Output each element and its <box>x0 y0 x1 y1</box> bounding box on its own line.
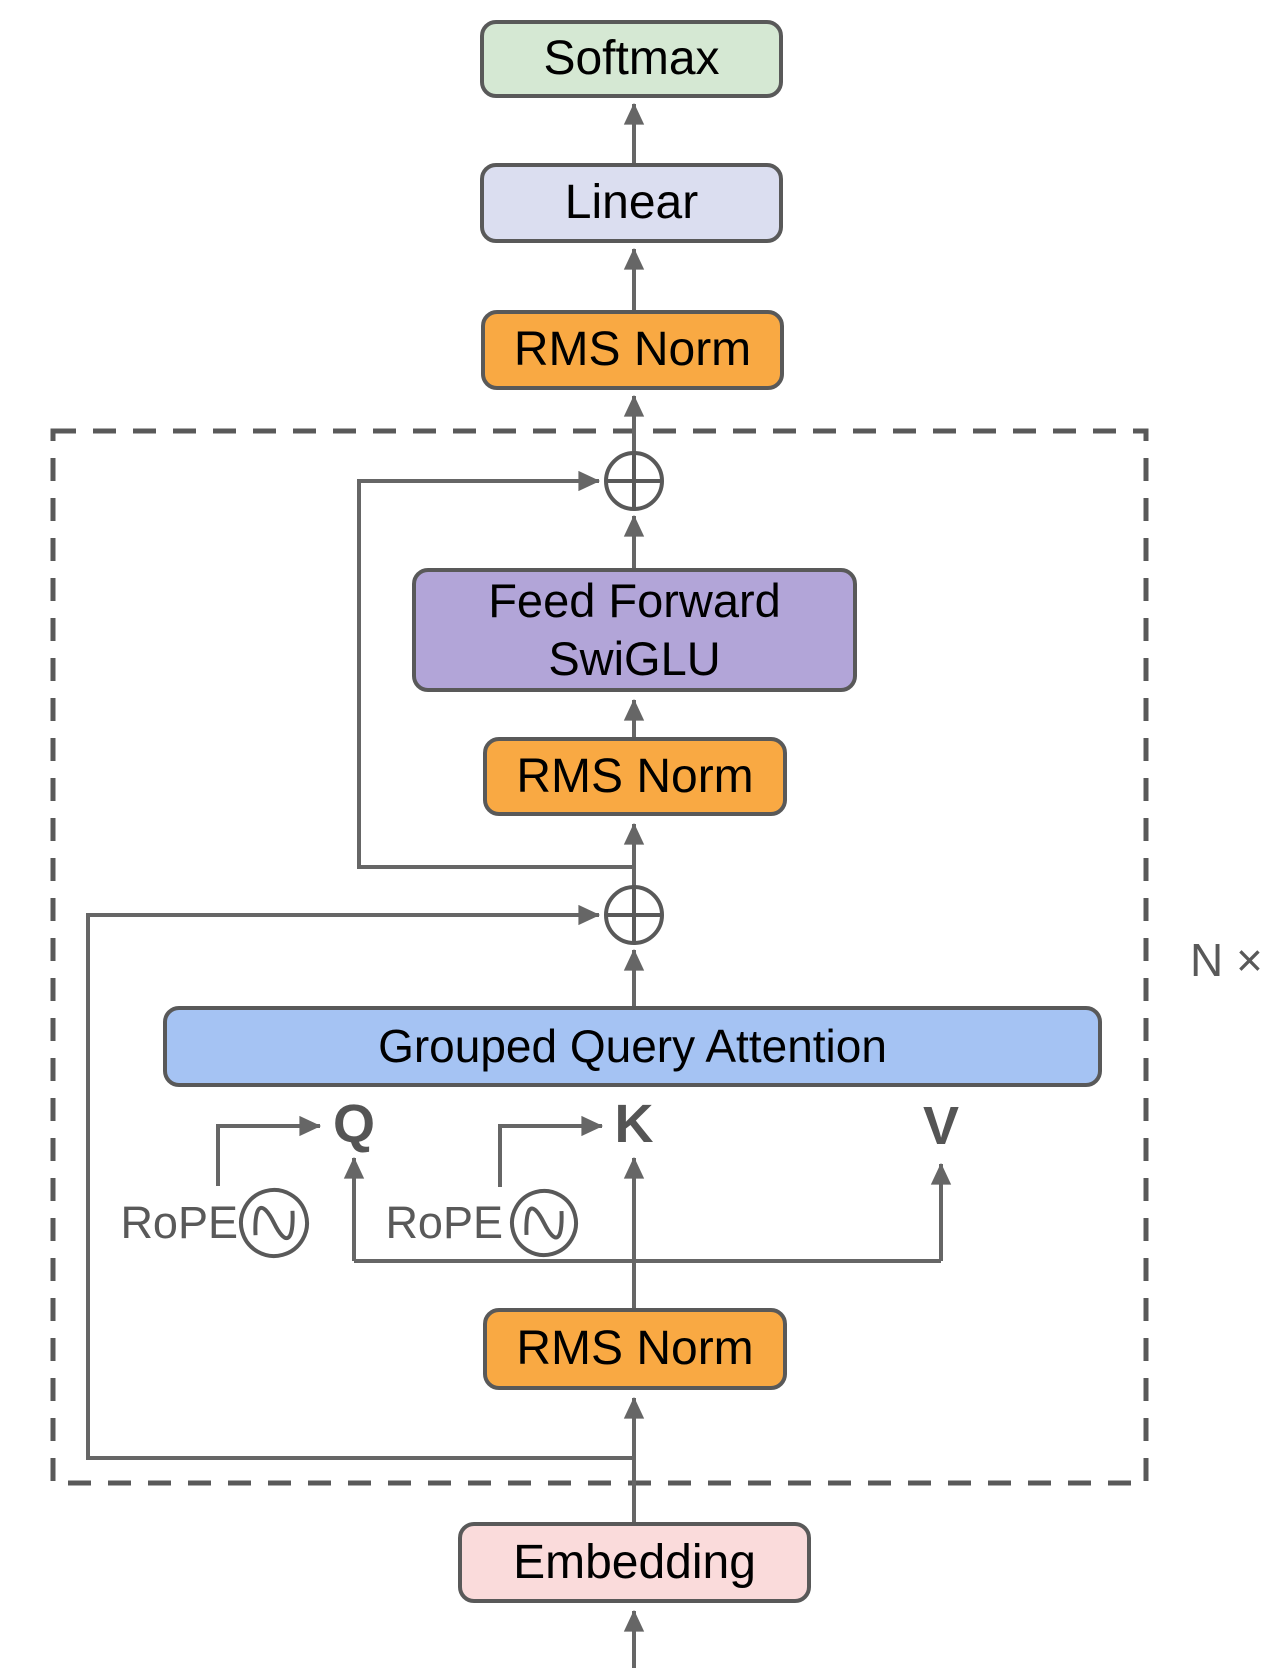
rope-key-label: RoPE <box>385 1197 503 1248</box>
transformer-block-dashed-border <box>50 428 1149 1486</box>
plus-circle-icon-ffn <box>604 451 664 511</box>
rms-norm-bottom-box: RMS Norm <box>483 1308 787 1390</box>
sine-wave-icon-key <box>510 1189 578 1257</box>
rope-query-label: RoPE <box>120 1197 238 1248</box>
rope-to-k-connector <box>498 1115 604 1187</box>
softmax-box: Softmax <box>480 20 783 98</box>
linear-box: Linear <box>480 163 783 243</box>
query-label: Q <box>332 1094 375 1154</box>
grouped-query-attention-box: Grouped Query Attention <box>163 1006 1102 1087</box>
embedding-box: Embedding <box>458 1522 811 1603</box>
rope-to-q-connector <box>216 1115 322 1186</box>
attention-residual-connector <box>86 904 634 1460</box>
sine-wave-icon-query <box>239 1188 309 1258</box>
plus-circle-icon-attention <box>604 885 664 945</box>
feed-forward-swiglu-box: Feed Forward SwiGLU <box>412 568 857 692</box>
rms-norm-middle-box: RMS Norm <box>483 737 787 816</box>
key-label: K <box>614 1094 654 1154</box>
ffn-residual-connector <box>357 470 634 869</box>
rms-norm-top-box: RMS Norm <box>481 310 784 390</box>
block-repeat-label: N × <box>1190 934 1263 986</box>
value-label: V <box>922 1096 960 1156</box>
